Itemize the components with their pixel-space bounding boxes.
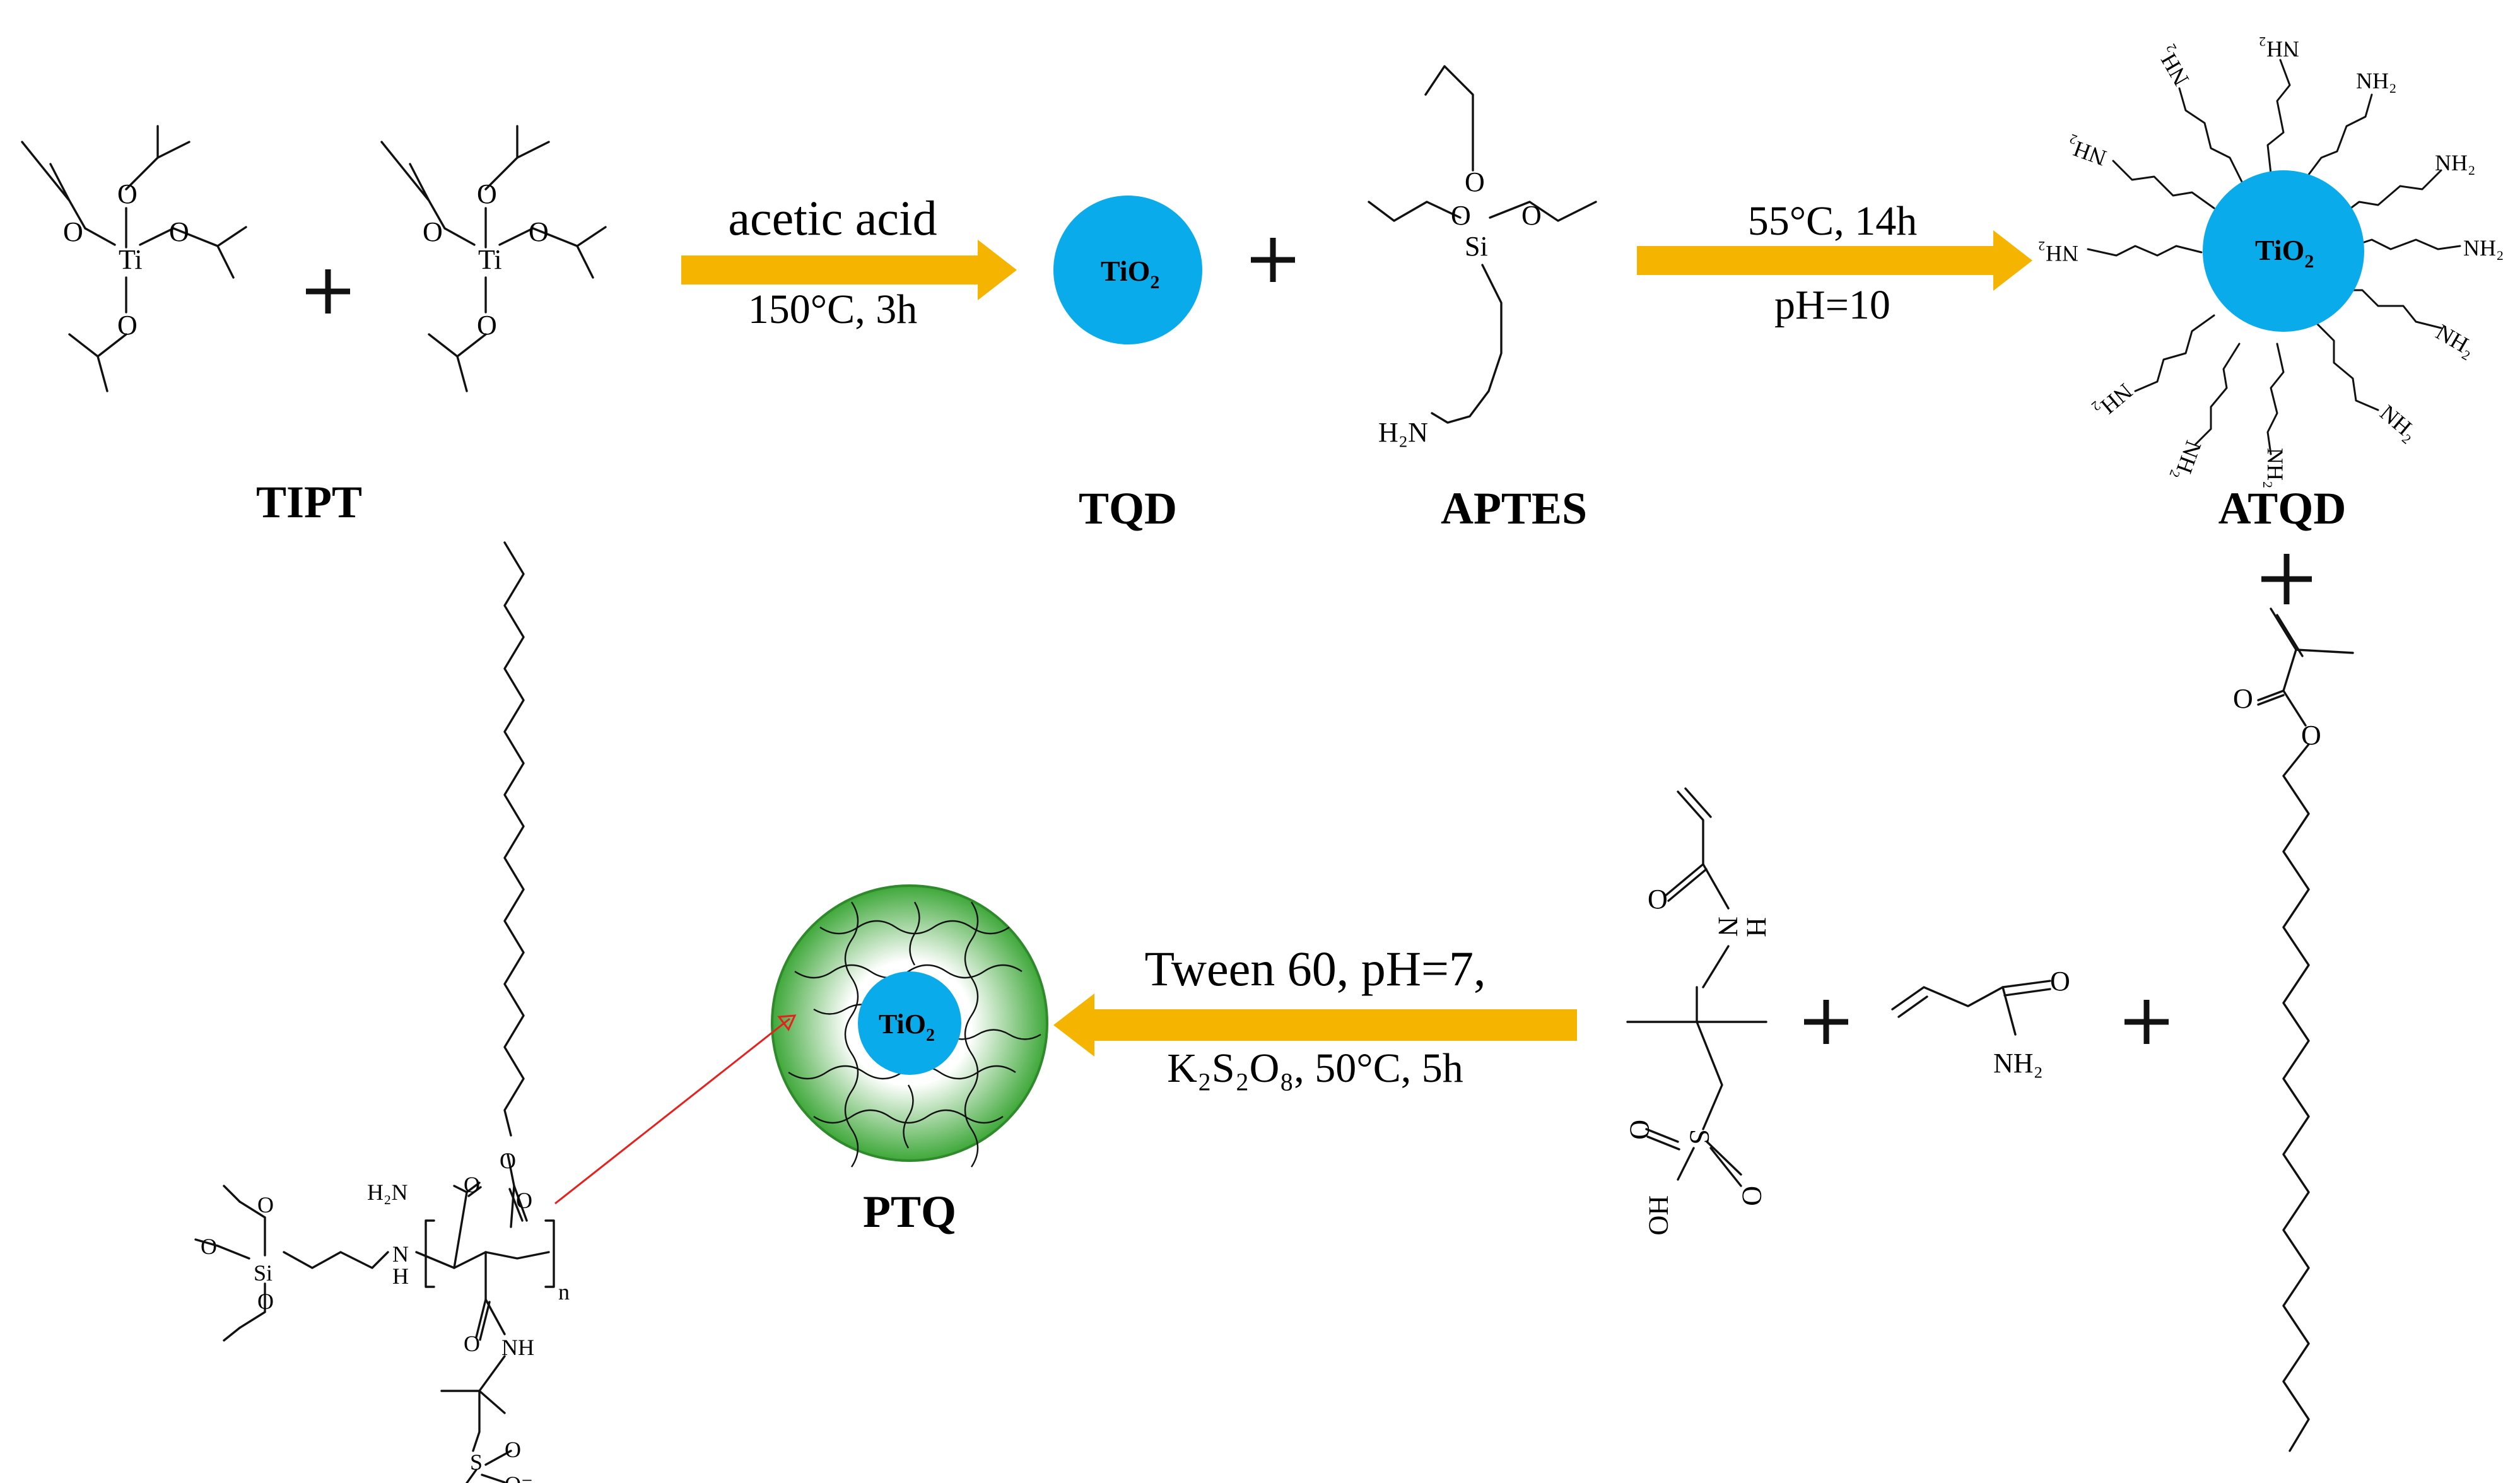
atqd-nh2-atom: NH₂ (2356, 68, 2397, 93)
ptq-si-atom: Si (254, 1260, 273, 1286)
atqd-nh2-atom: NH₂ (2375, 400, 2422, 445)
ptq-nh-atom: NH (501, 1335, 534, 1360)
sma-o-atom: O (2301, 720, 2321, 751)
ptq-o-atom: O (201, 1234, 217, 1259)
atqd-core-label: TiO2 (2255, 234, 2314, 272)
atqd-nh2-atom: NH₂ (2169, 437, 2206, 484)
ptq-h2n-atom: H₂N (367, 1180, 408, 1205)
aptes-o-atom: O (1451, 200, 1471, 231)
atqd-nh2-atom: NH₂ (2463, 235, 2504, 261)
ptq-core (858, 971, 961, 1075)
ptq-o-atom: O (464, 1172, 480, 1197)
tipt2-o-atom: O (529, 216, 549, 247)
ptq-core-label: TiO2 (879, 1009, 935, 1045)
tipt-molecule-1: Ti O O O O (21, 125, 247, 392)
arrow-step3-shape (1053, 994, 1577, 1057)
atqd-nh2-atom: NH₂ (2063, 133, 2109, 171)
ptq-o-atom: O (516, 1188, 532, 1213)
plus-sign (306, 269, 350, 314)
ptq-label: PTQ (863, 1187, 956, 1237)
atqd-label: ATQD (2218, 483, 2347, 534)
plus-sign (1804, 1000, 1848, 1044)
tipt2-o-atom: O (477, 179, 497, 209)
acrylamide-molecule: O NH₂ (1891, 966, 2070, 1079)
stearyl-methacrylate-molecule: O O (2233, 607, 2354, 1452)
aptes-label: APTES (1441, 483, 1587, 534)
arrow-step2-top: 55°C, 14h (1748, 198, 1917, 244)
amps-h-atom: H (1741, 917, 1772, 937)
sma-o-atom: O (2233, 683, 2253, 714)
arrow-step1-shape (681, 240, 1017, 300)
arrow-step2-shape (1637, 230, 2032, 291)
amps-molecule: O N H S O O HO (1624, 787, 1772, 1236)
ptq-o-atom: O (500, 1148, 516, 1173)
atqd-nh2-atom: NH₂ (2263, 448, 2288, 489)
ptq-o-atom: O (257, 1192, 274, 1217)
arrow-step1: acetic acid 150°C, 3h (681, 191, 1017, 332)
ptq-polymer-structure: H₂N O O O N H n O NH S O O O⁻ Si O O O (194, 541, 570, 1483)
arrow-step1-bottom: 150°C, 3h (748, 286, 917, 332)
amps-s-atom: S (1684, 1129, 1715, 1144)
atqd-nh2-atom: NH₂ (2435, 150, 2476, 175)
aptes-o-atom: O (1521, 200, 1542, 231)
amps-o-atom: O (1737, 1186, 1767, 1206)
atqd-nh2-atom: NH₂ (2037, 241, 2078, 266)
arrow-step3-top: Tween 60, pH=7, (1144, 941, 1486, 996)
tipt-label: TIPT (256, 477, 362, 527)
amps-o-atom: O (1648, 884, 1668, 915)
tqd-particle: TiO2 (1053, 196, 1202, 344)
ptq-pointer (554, 1014, 797, 1205)
plus-sign (2261, 554, 2312, 604)
arrow-step2-bottom: pH=10 (1774, 282, 1890, 328)
atqd-nh2-atom: NH₂ (2152, 42, 2194, 90)
amps-n-atom: N (1713, 917, 1743, 937)
tipt1-ti-atom: Ti (119, 244, 143, 275)
tqd-core-label: TiO2 (1101, 255, 1159, 293)
atqd-amine-chains (2087, 59, 2461, 455)
tipt1-o-atom: O (63, 216, 83, 247)
tipt2-ti-atom: Ti (478, 244, 502, 275)
ptq-shell-outline (771, 884, 1048, 1162)
ptq-n-atom: N (392, 1241, 409, 1267)
tqd-core (1053, 196, 1202, 344)
aptes-h2n-atom: H₂N (1378, 417, 1428, 448)
atqd-core (2203, 170, 2364, 332)
arrow-step3-bottom: K₂S₂O₈, 50°C, 5h (1167, 1045, 1463, 1091)
atqd-nh2-atom: NH₂ (2258, 37, 2299, 62)
plus-sign (2124, 1000, 2169, 1044)
ptq-ominus-atom: O⁻ (505, 1472, 533, 1483)
ptq-s-atom: S (470, 1450, 483, 1475)
aptes-o-atom: O (1465, 167, 1485, 197)
tipt1-o-atom: O (117, 179, 138, 209)
tqd-label: TQD (1079, 483, 1177, 534)
atqd-nh2-atom: NH₂ (2432, 319, 2480, 361)
atqd-nh2-atom: NH₂ (2090, 378, 2137, 424)
ptq-particle: TiO2 (771, 884, 1048, 1168)
arrow-step2: 55°C, 14h pH=10 (1637, 198, 2032, 328)
aptes-molecule: O O O Si H₂N (1368, 65, 1597, 448)
tipt-molecule-2: Ti O O O O (380, 125, 607, 392)
amps-o-atom: O (1624, 1120, 1655, 1140)
acrylamide-nh2-atom: NH₂ (1993, 1048, 2043, 1079)
tipt2-o-atom: O (477, 310, 497, 341)
ptq-o-atom: O (505, 1437, 521, 1462)
tipt2-o-atom: O (423, 216, 443, 247)
tipt1-o-atom: O (117, 310, 138, 341)
aptes-si-atom: Si (1465, 231, 1488, 262)
ptq-h-atom: H (392, 1263, 409, 1289)
tipt1-o-atom: O (169, 216, 189, 247)
amps-ho-atom: HO (1643, 1195, 1674, 1236)
acrylamide-o-atom: O (2050, 966, 2070, 997)
ptq-n-subscript: n (558, 1279, 570, 1304)
arrow-step3: Tween 60, pH=7, K₂S₂O₈, 50°C, 5h (1053, 941, 1577, 1091)
plus-sign (1251, 238, 1295, 282)
atqd-particle: NH₂ NH₂ NH₂ NH₂ NH₂ NH₂ NH₂ NH₂ NH₂ NH₂ … (2037, 37, 2504, 489)
arrow-step1-top: acetic acid (728, 191, 937, 245)
ptq-o-atom: O (257, 1289, 274, 1314)
ptq-o-atom: O (464, 1331, 480, 1356)
